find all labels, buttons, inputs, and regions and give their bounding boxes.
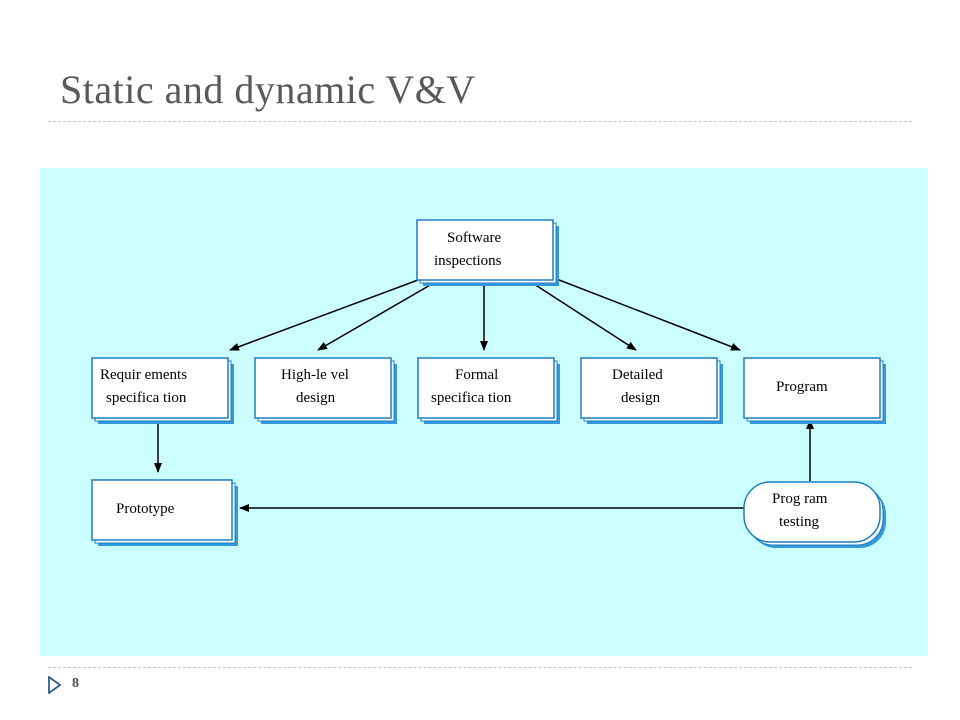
node-prototype: Prototype [91,479,238,546]
arrow-inspections-to-requirements [229,279,419,351]
arrow-inspections-to-high-level-design [317,283,433,351]
node-label-line: specifica tion [431,390,512,406]
node-high-level-design: High-le vel design [254,357,397,424]
node-label-line: testing [779,514,819,530]
node-requirements-specification: Requir ements specifica tion [91,357,234,424]
slide-title: Static and dynamic V&V [60,67,476,112]
title-divider [48,121,912,122]
node-label-line: Program [776,379,828,395]
node-label-line: Requir ements [100,367,187,383]
node-formal-specification: Formal specifica tion [417,357,560,424]
node-program: Program [743,357,886,424]
arrow-inspections-to-program [553,277,741,351]
node-label-line: Formal [455,367,498,383]
node-label-line: High-le vel [281,367,349,383]
node-detailed-design: Detailed design [580,357,723,424]
slide-bullet-triangle-icon [48,676,62,694]
node-label-line: Detailed [612,367,663,383]
slide-number: 8 [72,676,79,691]
footer-divider [48,667,912,668]
node-label-line: design [621,390,661,406]
arrows [154,277,814,512]
node-software-inspections: Software inspections [416,219,559,286]
arrow-inspections-to-detailed-design [533,283,637,351]
node-label-line: Prototype [116,501,175,517]
node-program-testing: Prog ram testing [743,481,886,548]
node-label-line: inspections [434,253,502,269]
node-label-line: design [296,390,336,406]
node-label-line: Prog ram [772,491,828,507]
node-label-line: Software [447,230,501,246]
node-label-line: specifica tion [106,390,187,406]
